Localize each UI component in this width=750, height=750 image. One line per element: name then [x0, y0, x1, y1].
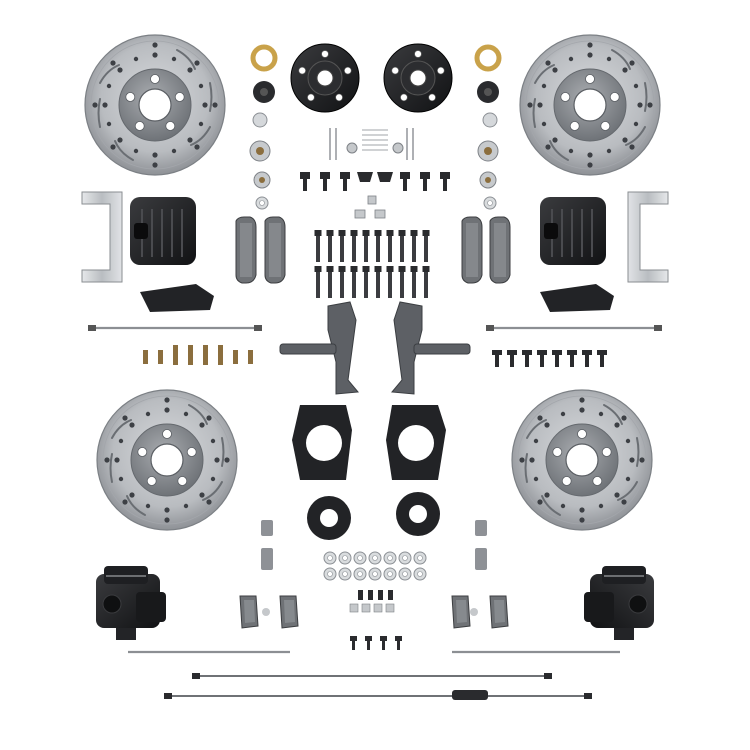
dust-caps — [346, 142, 404, 154]
front-caliper-right — [539, 196, 607, 266]
cotter-pins — [329, 128, 414, 160]
bolts-right-row — [492, 350, 607, 367]
seal-right — [474, 44, 502, 210]
rear-rotor-left — [96, 389, 238, 531]
parking-brake-cables — [168, 675, 588, 697]
small-brackets — [354, 195, 386, 219]
springs — [362, 129, 388, 151]
mount-tabs — [261, 520, 487, 570]
spindle-right — [391, 301, 471, 395]
pad-left-a — [235, 216, 257, 284]
seal-left — [249, 44, 278, 210]
front-rotor-right — [519, 34, 661, 176]
front-caliper-left — [129, 196, 197, 266]
mount-bracket-left — [140, 284, 214, 312]
brake-hoses — [92, 326, 658, 654]
backing-plate-left — [292, 405, 352, 540]
spindle-left — [279, 301, 359, 395]
front-rotor-left — [84, 34, 226, 176]
mount-bracket-right — [540, 284, 614, 312]
backing-plate-right — [386, 405, 446, 536]
pad-right-a — [461, 216, 483, 284]
bolts-left-row — [143, 345, 253, 365]
hub-right — [383, 43, 453, 113]
small-bolts-centre — [350, 590, 402, 650]
rear-rotor-right — [511, 389, 653, 531]
pad-right-b — [489, 216, 511, 284]
lug-bolts-top — [300, 172, 450, 191]
clips-centre — [349, 603, 395, 613]
hub-left — [290, 43, 360, 113]
pad-left-b — [264, 216, 286, 284]
